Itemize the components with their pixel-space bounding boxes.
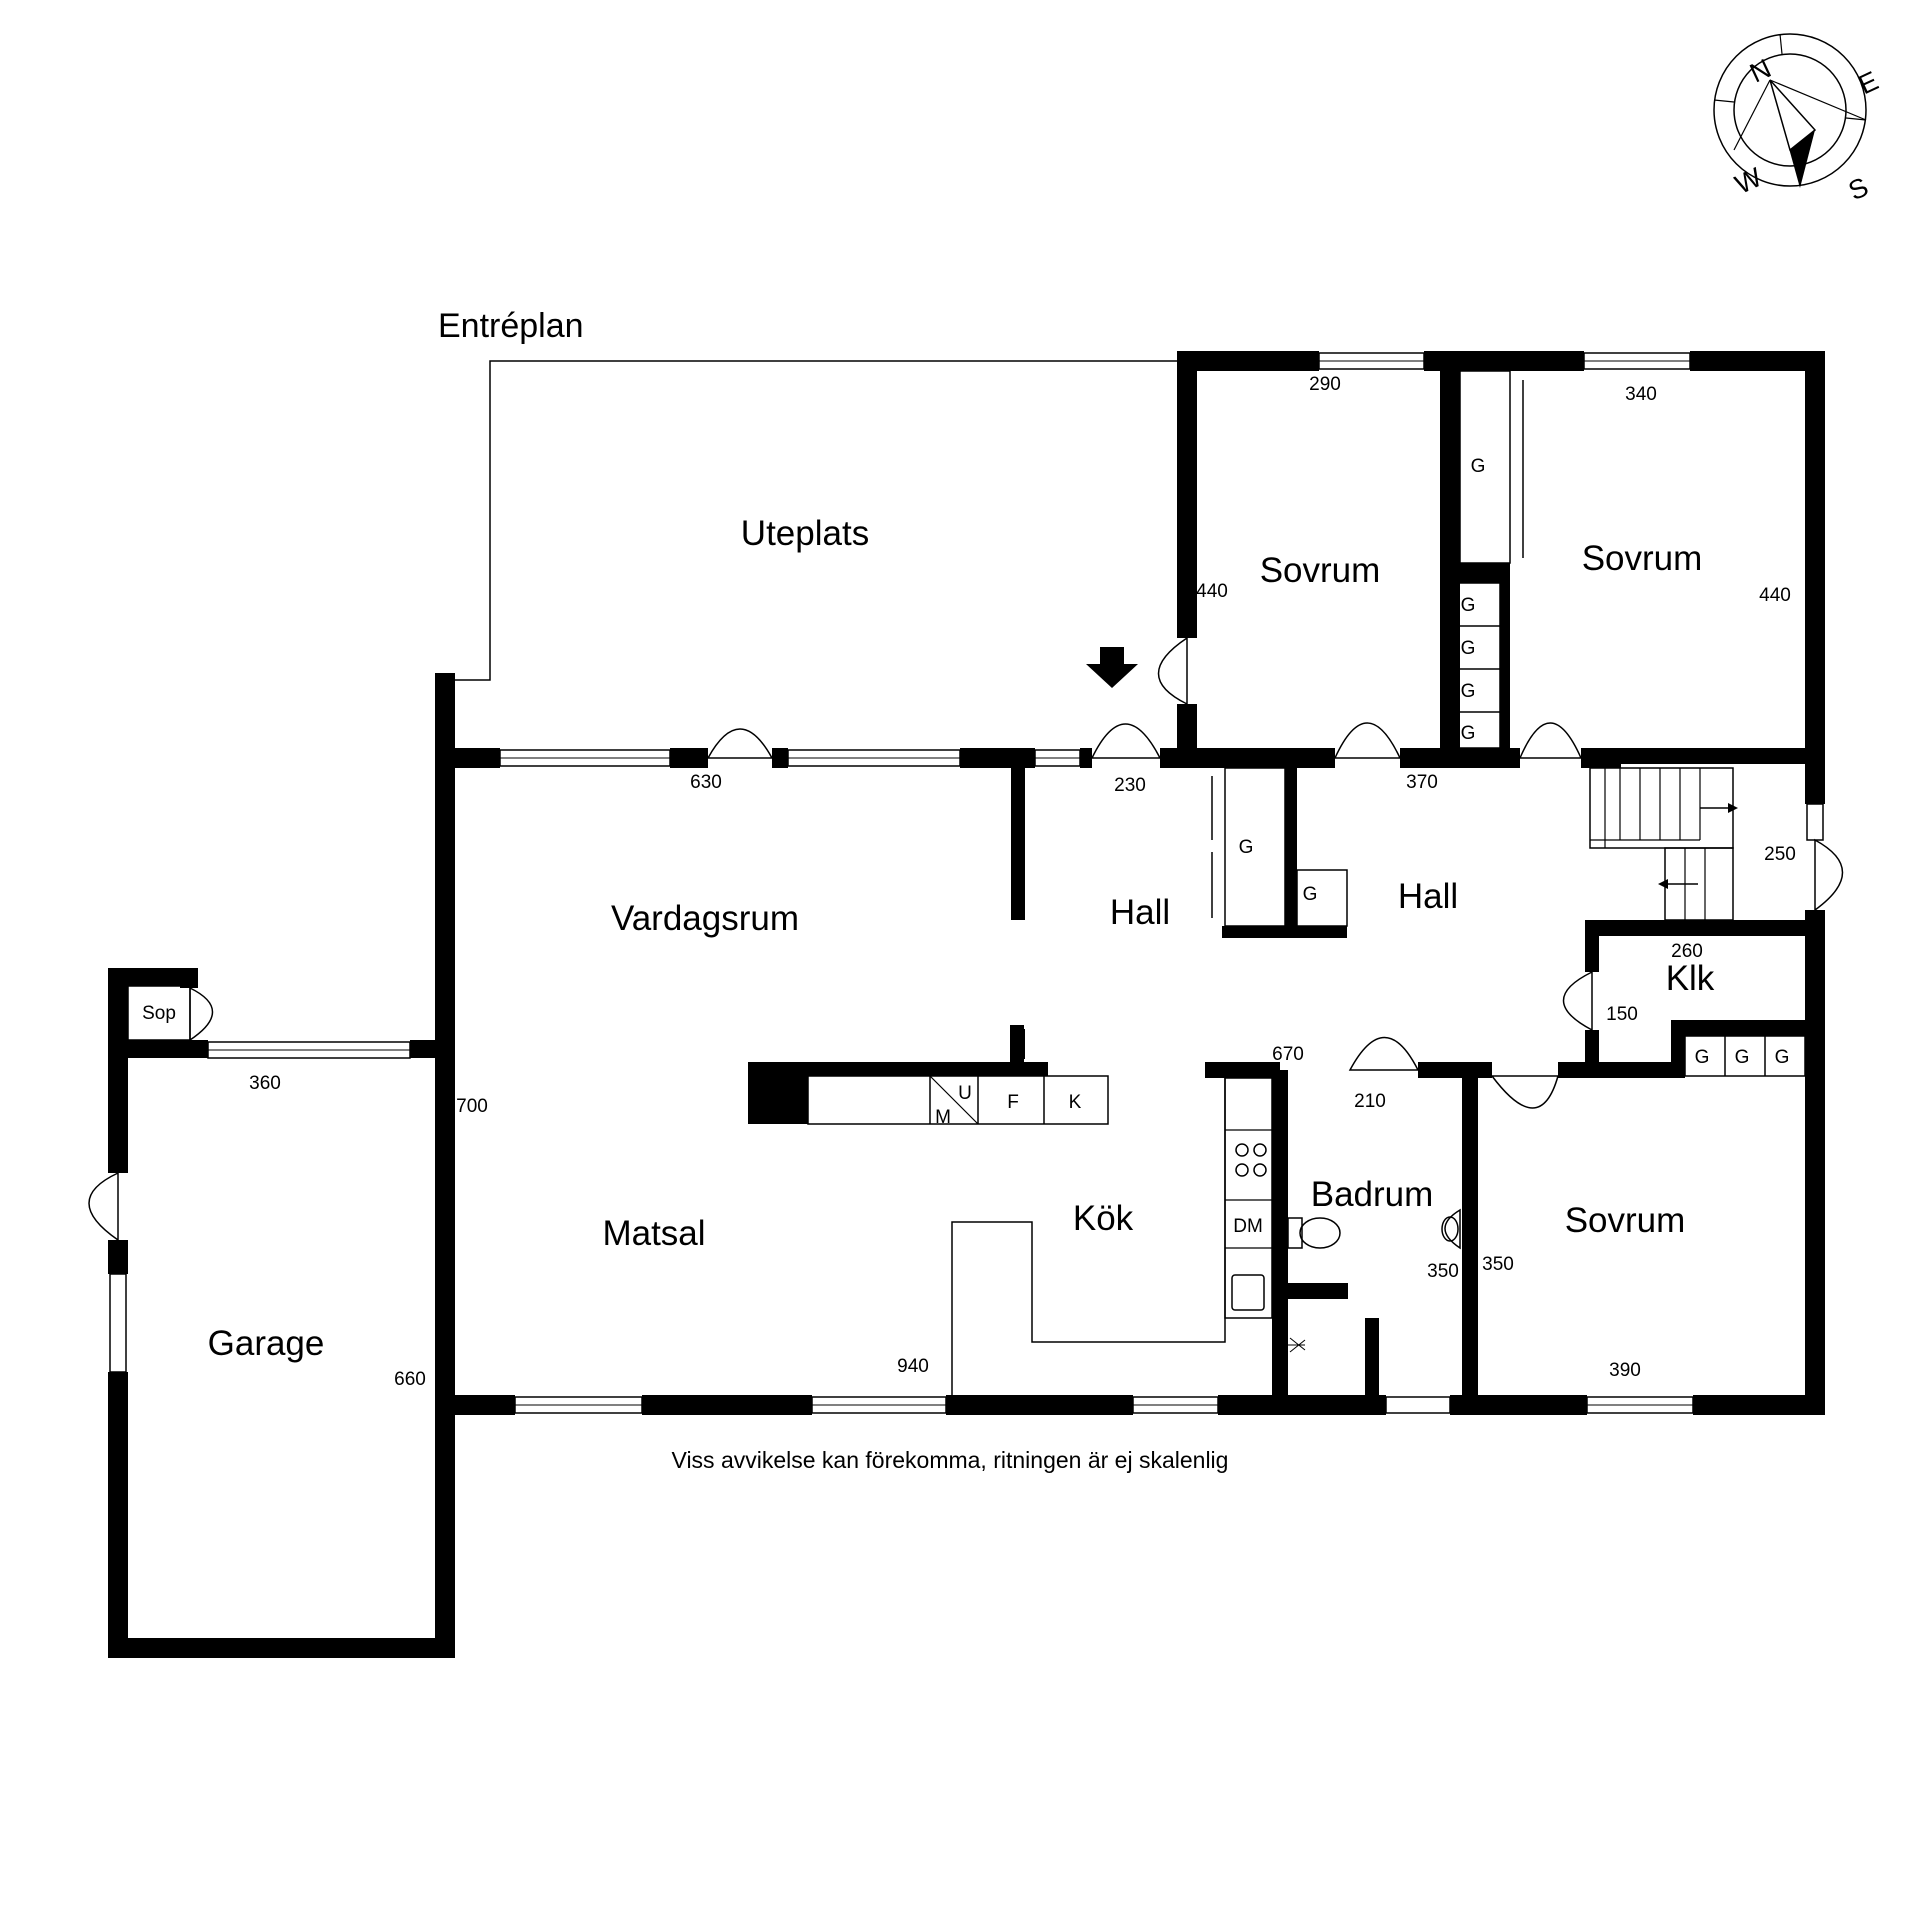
label-u: U — [958, 1083, 972, 1104]
dim-660: 660 — [394, 1369, 426, 1390]
dim-440-e: 440 — [1759, 585, 1791, 606]
label-g-3: G — [1461, 681, 1476, 702]
dim-150: 150 — [1606, 1004, 1638, 1025]
label-g-2: G — [1461, 638, 1476, 659]
label-g-klk-3: G — [1775, 1047, 1790, 1068]
entrance-arrow-icon — [1086, 647, 1138, 688]
room-matsal: Matsal — [602, 1214, 705, 1253]
room-klk: Klk — [1666, 959, 1715, 998]
dim-340: 340 — [1625, 384, 1657, 405]
compass-w: W — [1731, 162, 1767, 200]
room-sop: Sop — [142, 1003, 176, 1024]
compass-e: E — [1854, 66, 1883, 101]
room-hall-e: Hall — [1398, 877, 1458, 916]
dim-630: 630 — [690, 772, 722, 793]
dim-670: 670 — [1272, 1044, 1304, 1065]
dim-700: 700 — [456, 1096, 488, 1117]
label-g-closet-ne: G — [1471, 456, 1486, 477]
room-sovrum-ne: Sovrum — [1582, 539, 1703, 578]
room-vardagsrum: Vardagsrum — [611, 899, 799, 938]
compass-rose: N E S W — [1713, 33, 1883, 207]
dim-360: 360 — [249, 1073, 281, 1094]
doors — [88, 636, 1844, 1242]
room-sovrum-nw: Sovrum — [1260, 551, 1381, 590]
plan-title: Entréplan — [438, 307, 584, 345]
dim-260: 260 — [1671, 941, 1703, 962]
compass-s: S — [1844, 172, 1873, 207]
label-g-klk-2: G — [1735, 1047, 1750, 1068]
label-f: F — [1007, 1092, 1019, 1113]
dim-440-w: 440 — [1196, 581, 1228, 602]
label-m: M — [935, 1107, 951, 1128]
disclaimer-note: Viss avvikelse kan förekomma, ritningen … — [672, 1447, 1229, 1473]
label-k: K — [1069, 1092, 1082, 1113]
room-badrum: Badrum — [1311, 1175, 1434, 1214]
label-g-hall: G — [1239, 837, 1254, 858]
label-g-hall-small: G — [1303, 884, 1318, 905]
walls — [108, 351, 1825, 1658]
compass-needle-light — [1769, 79, 1817, 152]
dim-370: 370 — [1406, 772, 1438, 793]
label-g-1: G — [1461, 595, 1476, 616]
dim-210: 210 — [1354, 1091, 1386, 1112]
room-uteplats: Uteplats — [741, 514, 869, 553]
dim-290: 290 — [1309, 374, 1341, 395]
fixtures — [127, 370, 1806, 1395]
dim-390: 390 — [1609, 1360, 1641, 1381]
room-garage: Garage — [208, 1324, 325, 1363]
label-g-klk-1: G — [1695, 1047, 1710, 1068]
dim-230: 230 — [1114, 775, 1146, 796]
dim-350-bed: 350 — [1482, 1254, 1514, 1275]
dim-350-bath: 350 — [1427, 1261, 1459, 1282]
room-hall-w: Hall — [1110, 893, 1170, 932]
windows — [109, 352, 1824, 1414]
room-kok: Kök — [1073, 1199, 1134, 1238]
patio-outline — [455, 360, 1177, 681]
dim-940: 940 — [897, 1356, 929, 1377]
dim-250: 250 — [1764, 844, 1796, 865]
label-dm: DM — [1233, 1216, 1263, 1237]
label-g-4: G — [1461, 723, 1476, 744]
room-sovrum-se: Sovrum — [1565, 1201, 1686, 1240]
